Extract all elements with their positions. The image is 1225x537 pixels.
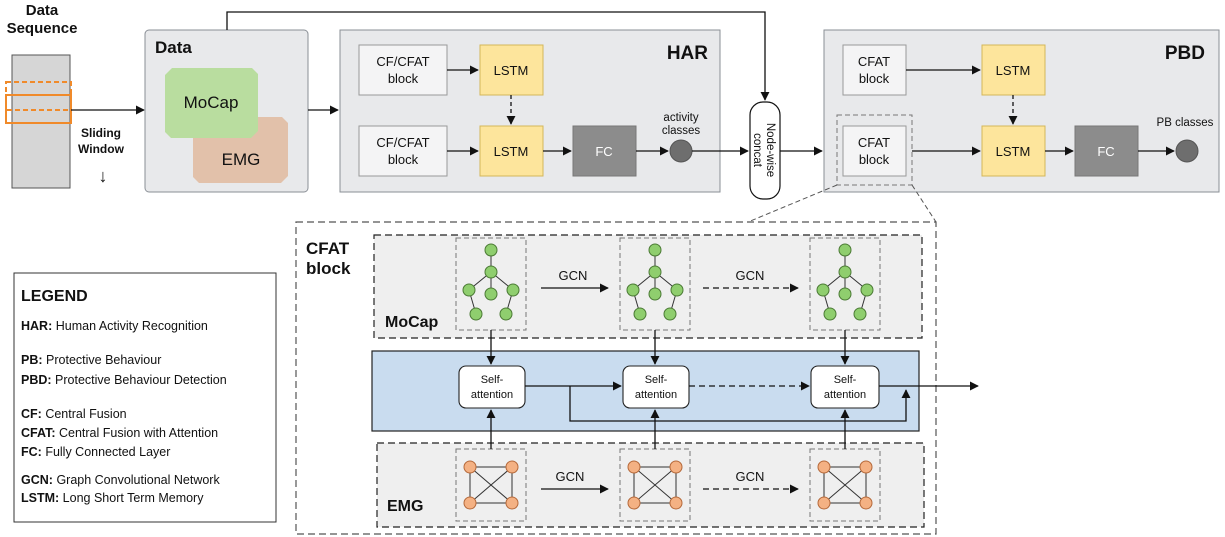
emg-graph-3 xyxy=(809,448,881,522)
legend-entry-gcn: GCN: Graph Convolutional Network xyxy=(21,473,220,487)
sliding-window-current xyxy=(5,94,72,124)
data-sequence-strip xyxy=(11,54,71,189)
pbd-cfat-block-top-line1: CFAT xyxy=(858,54,890,69)
data-bypass-connector xyxy=(226,11,770,101)
mocap-graph-1 xyxy=(455,237,527,331)
legend: LEGEND HAR: Human Activity Recognition P… xyxy=(13,272,277,523)
legend-entry-pbd: PBD: Protective Behaviour Detection xyxy=(21,373,227,387)
har-cf-block-bottom xyxy=(358,125,448,177)
emg-modality-label: EMG xyxy=(222,150,261,169)
svg-text:Self-: Self- xyxy=(481,374,504,386)
data-panel: Data EMG MoCap xyxy=(144,29,309,193)
legend-entry-cfat: CFAT: Central Fusion with Attention xyxy=(21,426,218,440)
legend-title: LEGEND xyxy=(21,288,88,305)
emg-gcn-label-2: GCN xyxy=(736,469,765,484)
mocap-graph-3 xyxy=(809,237,881,331)
cfat-outer-border xyxy=(295,221,937,535)
mocap-gcn-label-1: GCN xyxy=(559,268,588,283)
legend-entry-cf: CF: Central Fusion xyxy=(21,407,127,421)
har-activity-output-node xyxy=(669,139,693,163)
pbd-cfat-block-top-line2: block xyxy=(859,71,890,86)
sliding-window-label-line2: Window xyxy=(78,142,125,156)
har-cf-block-top-line1: CF/CFAT xyxy=(376,54,429,69)
zoom-connector-right xyxy=(911,184,937,223)
down-arrow-icon: ↓ xyxy=(99,166,108,186)
svg-text:Self-: Self- xyxy=(834,374,857,386)
pbd-lstm-top-label: LSTM xyxy=(996,63,1031,78)
self-attention-block-1: Self- attention xyxy=(458,365,526,409)
legend-entry-fc: FC: Fully Connected Layer xyxy=(21,445,170,459)
mocap-graph-2 xyxy=(619,237,691,331)
cfat-mocap-label: MoCap xyxy=(385,314,439,331)
har-output-label-line2: classes xyxy=(662,125,701,137)
emg-graph-2 xyxy=(619,448,691,522)
har-lstm-bottom xyxy=(479,125,544,177)
self-attention-block-2: Self- attention xyxy=(622,365,690,409)
pbd-cfat-block-top xyxy=(842,44,907,96)
emg-gcn-label-1: GCN xyxy=(556,469,585,484)
node-wise-concat: Node-wise concat xyxy=(749,101,781,200)
pbd-cfat-block-bottom-line1: CFAT xyxy=(858,135,890,150)
har-lstm-top xyxy=(479,44,544,96)
svg-text:attention: attention xyxy=(824,389,866,401)
mocap-gcn-label-2: GCN xyxy=(736,268,765,283)
svg-text:attention: attention xyxy=(471,389,513,401)
cfat-detail: CFAT block MoCap EMG xyxy=(295,221,979,535)
har-fc-label: FC xyxy=(595,144,612,159)
har-fc-layer xyxy=(572,125,637,177)
pbd-output-label: PB classes xyxy=(1157,117,1214,129)
mocap-modality-label: MoCap xyxy=(184,93,239,112)
pbd-output-node xyxy=(1175,139,1199,163)
cfat-emg-band xyxy=(376,442,925,528)
cfat-emg-label: EMG xyxy=(387,498,423,515)
svg-text:Self-: Self- xyxy=(645,374,668,386)
har-panel: HAR CF/CFAT block LSTM CF/CFAT block LST… xyxy=(339,29,721,193)
data-sequence-title-line1: Data xyxy=(26,2,59,19)
har-lstm-top-label: LSTM xyxy=(494,63,529,78)
legend-entry-lstm: LSTM: Long Short Term Memory xyxy=(21,491,204,505)
attention-residual-connector xyxy=(569,386,911,422)
self-attention-block-3: Self- attention xyxy=(810,365,880,409)
cfat-title-line2: block xyxy=(306,259,351,278)
data-panel-title: Data xyxy=(155,38,192,57)
data-sequence-title-line2: Sequence xyxy=(7,20,78,37)
har-output-label-line1: activity xyxy=(663,112,698,124)
pbd-panel: PBD CFAT block LSTM CFAT block LSTM FC P… xyxy=(823,29,1220,193)
har-lstm-bottom-label: LSTM xyxy=(494,144,529,159)
pbd-fc-label: FC xyxy=(1097,144,1114,159)
har-title: HAR xyxy=(667,43,708,64)
har-cf-block-top-line2: block xyxy=(388,71,419,86)
har-cf-block-bottom-line2: block xyxy=(388,152,419,167)
pbd-lstm-bottom-label: LSTM xyxy=(996,144,1031,159)
zoom-connector-left xyxy=(747,184,838,223)
pbd-title: PBD xyxy=(1165,43,1205,64)
legend-entry-har: HAR: Human Activity Recognition xyxy=(21,319,208,333)
pbd-cfat-block-bottom xyxy=(842,125,907,177)
sliding-window-label-line1: Sliding xyxy=(81,126,121,140)
legend-entry-pb: PB: Protective Behaviour xyxy=(21,353,161,367)
har-cf-block-top xyxy=(358,44,448,96)
emg-graph-1 xyxy=(455,448,527,522)
cfat-title-line1: CFAT xyxy=(306,239,350,258)
data-sequence-section: Data Sequence Sliding Window ↓ xyxy=(5,2,145,189)
mocap-modality-card xyxy=(165,68,258,138)
legend-box xyxy=(13,272,277,523)
svg-text:attention: attention xyxy=(635,389,677,401)
pbd-cfat-block-bottom-line2: block xyxy=(859,152,890,167)
concat-label-line2: concat xyxy=(751,133,763,168)
har-cf-block-bottom-line1: CF/CFAT xyxy=(376,135,429,150)
pbd-fc-layer xyxy=(1074,125,1139,177)
concat-label-line1: Node-wise xyxy=(764,123,776,177)
